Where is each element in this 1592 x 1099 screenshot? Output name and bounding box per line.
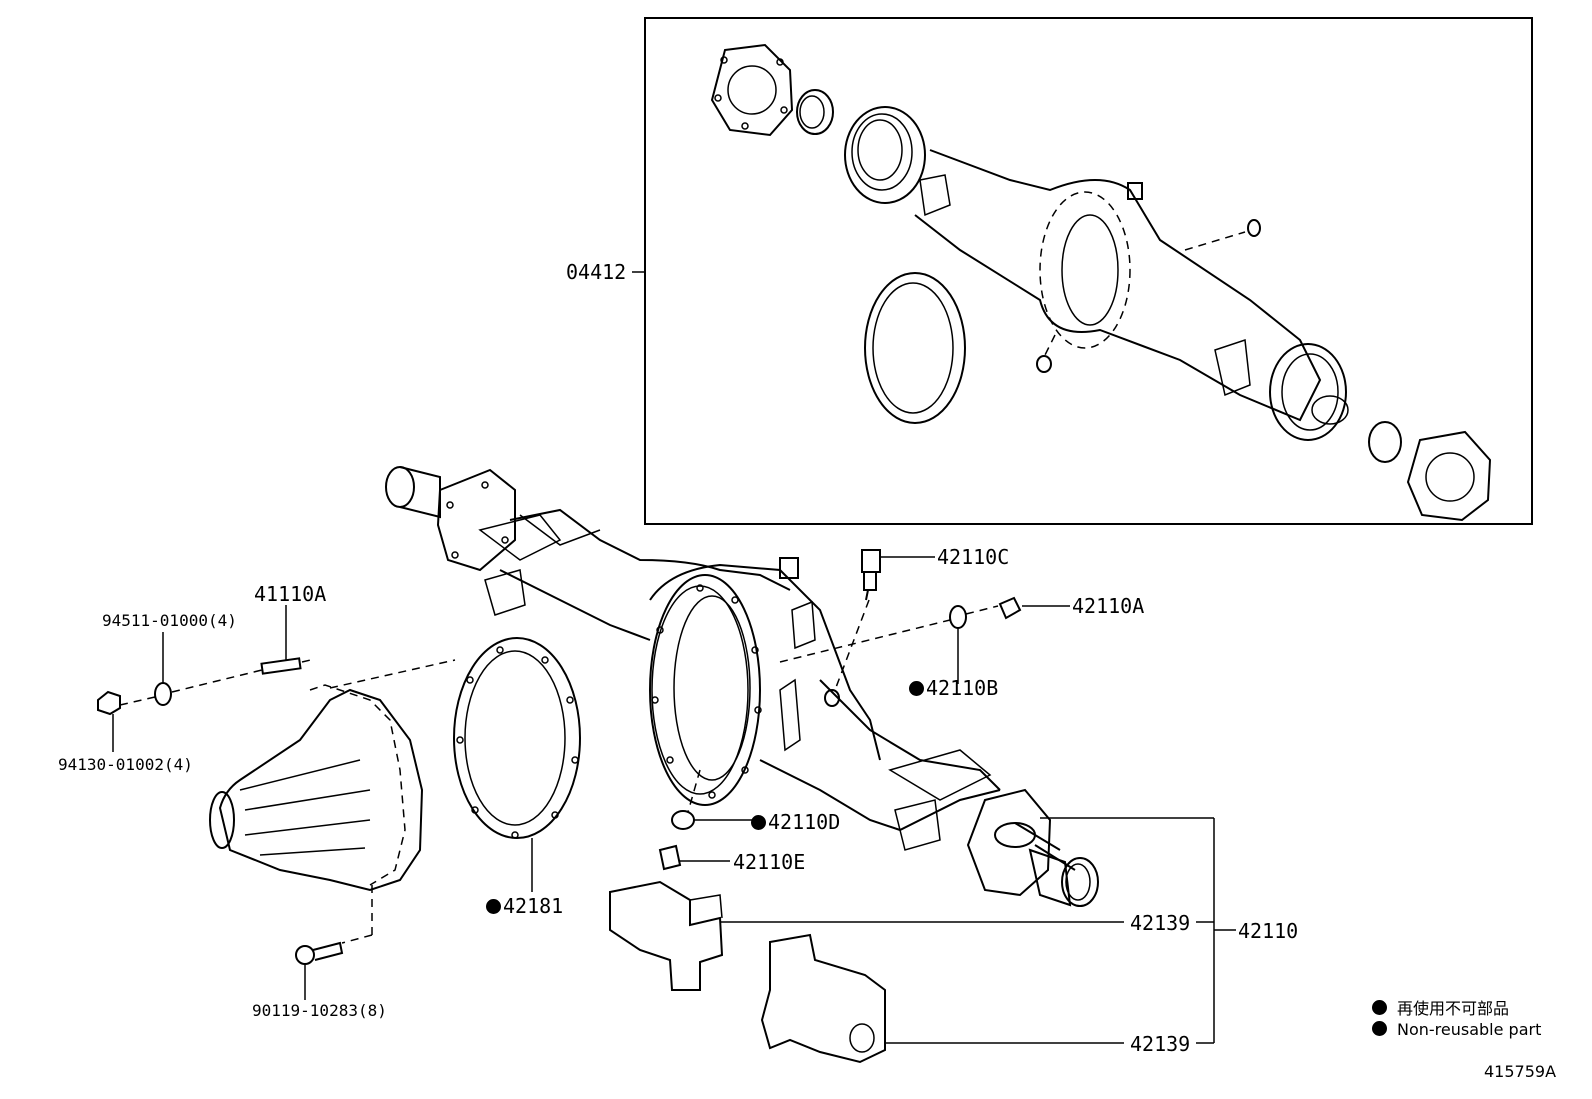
legend-jp: 再使用不可部品	[1372, 995, 1509, 1019]
label-94511: 94511-01000(4)	[102, 611, 237, 630]
legend-en: Non-reusable part	[1372, 1020, 1541, 1039]
non-reusable-dot	[486, 899, 501, 914]
non-reusable-dot	[909, 681, 924, 696]
label-04412: 04412	[566, 260, 627, 284]
leader-lines	[112, 271, 1236, 1044]
kit-housing-drawing	[710, 43, 1492, 522]
differential-carrier-drawing	[209, 684, 424, 892]
label-94130: 94130-01002(4)	[58, 755, 193, 774]
label-42110D: 42110D	[751, 812, 840, 832]
kit-frame	[644, 17, 1533, 525]
label-42139-upper: 42139	[1130, 911, 1191, 935]
label-42110C: 42110C	[937, 545, 1010, 569]
axle-housing-drawing	[385, 466, 1099, 907]
figure-id: 415759A	[1484, 1062, 1557, 1081]
label-42110E: 42110E	[733, 850, 806, 874]
gasket-42181-drawing	[453, 637, 581, 839]
label-42139-lower: 42139	[1130, 1032, 1191, 1056]
label-42110A: 42110A	[1072, 594, 1145, 618]
legend-dot	[1372, 1021, 1387, 1036]
label-42181: 42181	[486, 896, 563, 916]
assembly-lines	[119, 599, 999, 944]
legend-dot	[1372, 1000, 1387, 1015]
label-41110A: 41110A	[254, 582, 327, 606]
small-parts-drawing	[97, 549, 1022, 1064]
label-42110B: 42110B	[909, 678, 998, 698]
label-42110: 42110	[1238, 919, 1299, 943]
label-90119: 90119-10283(8)	[252, 1001, 387, 1020]
non-reusable-dot	[751, 815, 766, 830]
